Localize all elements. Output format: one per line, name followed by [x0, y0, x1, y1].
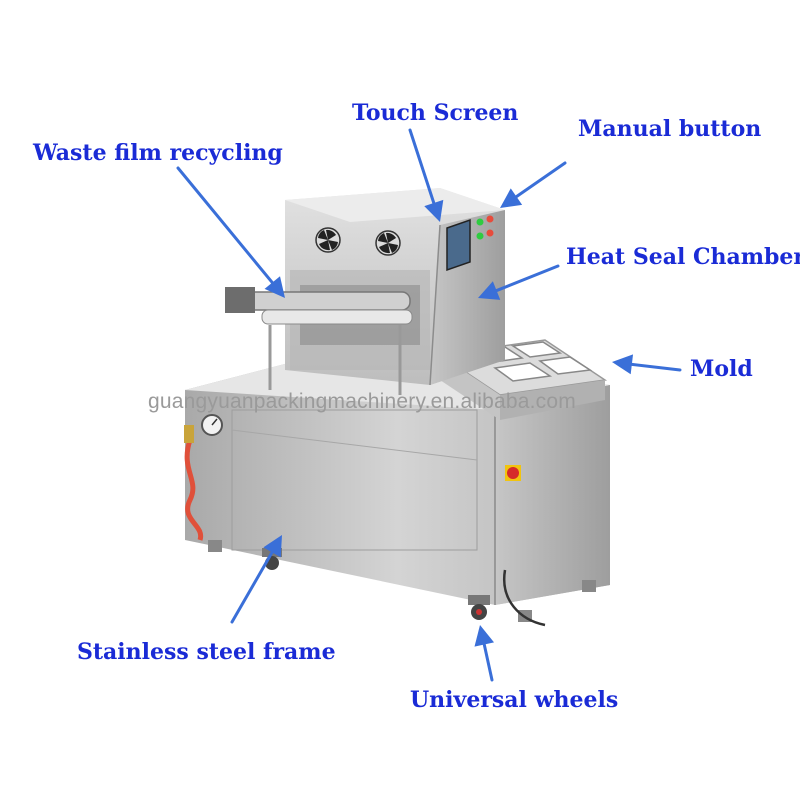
- emergency-stop-icon: [505, 465, 521, 481]
- wheel-icon: [468, 595, 490, 620]
- watermark-text: guangyuanpackingmachinery.en.alibaba.com: [148, 390, 576, 413]
- fan-icon: [315, 227, 341, 253]
- arrow-heat-seal: [478, 264, 560, 300]
- arrow-manual-button: [500, 161, 567, 208]
- label-waste-film-recycling: Waste film recycling: [33, 140, 283, 166]
- label-manual-button: Manual button: [578, 116, 762, 142]
- power-cable: [502, 569, 546, 627]
- fan-icon: [375, 230, 401, 256]
- arrow-universal-wheels: [474, 625, 495, 682]
- label-stainless-steel-frame: Stainless steel frame: [77, 639, 336, 665]
- label-touch-screen: Touch Screen: [352, 100, 519, 126]
- manual-buttons: [476, 215, 494, 240]
- gauge-icon: [201, 414, 223, 436]
- label-mold: Mold: [690, 356, 753, 382]
- arrow-stainless-frame: [230, 535, 282, 624]
- label-heat-seal-chamber: Heat Seal Chamber: [566, 244, 800, 270]
- air-hose: [184, 425, 204, 541]
- arrow-touch-screen: [408, 128, 444, 222]
- arrow-waste-film: [176, 166, 285, 298]
- touch-screen: [446, 218, 471, 272]
- waste-film-roller: [225, 287, 413, 395]
- label-universal-wheels: Universal wheels: [410, 687, 619, 713]
- arrow-mold: [612, 354, 682, 375]
